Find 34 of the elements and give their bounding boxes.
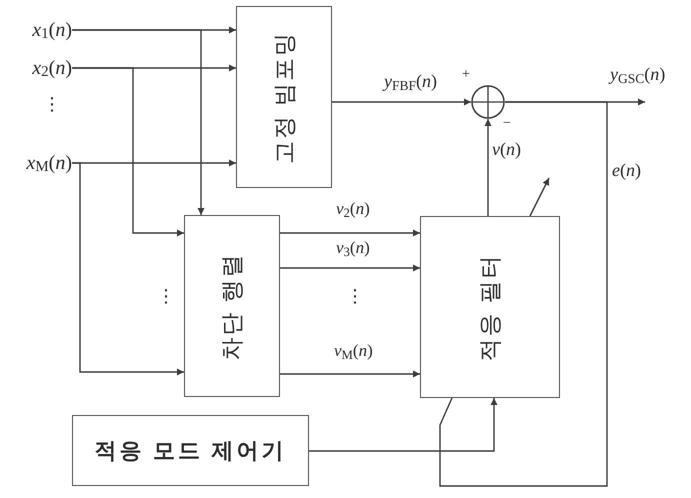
block-label: 적응 모드 제어기 [94, 440, 286, 462]
arrow [72, 162, 184, 376]
arrow [309, 398, 498, 452]
edge-label: v$_{2}$(n) [336, 200, 370, 217]
edge-label: y$_{FBF}$(n) [384, 72, 438, 90]
ellipsis-mark: ⋮ [157, 288, 175, 306]
connector-line [439, 101, 608, 487]
arrow [332, 98, 471, 106]
arrow [72, 29, 204, 215]
edge-label: e(n) [612, 161, 641, 179]
sign-label: − [503, 117, 511, 131]
signal-label: x$_{2}$(n) [32, 55, 72, 81]
edge-label: y$_{GSC}$(n) [610, 65, 666, 83]
block-label: 차단 행렬 [220, 252, 244, 360]
arrow [280, 230, 420, 236]
signal-label: x$_{1}$(n) [32, 17, 72, 43]
edge-label: v(n) [492, 140, 521, 158]
arrow [280, 370, 420, 378]
summing-junction [471, 85, 505, 119]
ellipsis-mark: ⋮ [43, 96, 61, 114]
block-box [72, 415, 309, 486]
edge-label: v$_{M}$(n) [334, 342, 373, 359]
block-box [236, 6, 332, 188]
block-label: 적응 필터 [478, 253, 502, 361]
arrow [72, 67, 184, 236]
edge-label: v$_{3}$(n) [336, 239, 370, 256]
block-label: 고정 빔포밍 [272, 30, 296, 164]
signal-label: x$_{M}$(n) [26, 150, 72, 176]
sign-label: + [462, 68, 470, 82]
arrow [484, 119, 492, 216]
block-box [420, 216, 560, 398]
ellipsis-mark: ⋮ [346, 288, 364, 306]
block-box [184, 215, 280, 397]
arrow [280, 264, 420, 272]
